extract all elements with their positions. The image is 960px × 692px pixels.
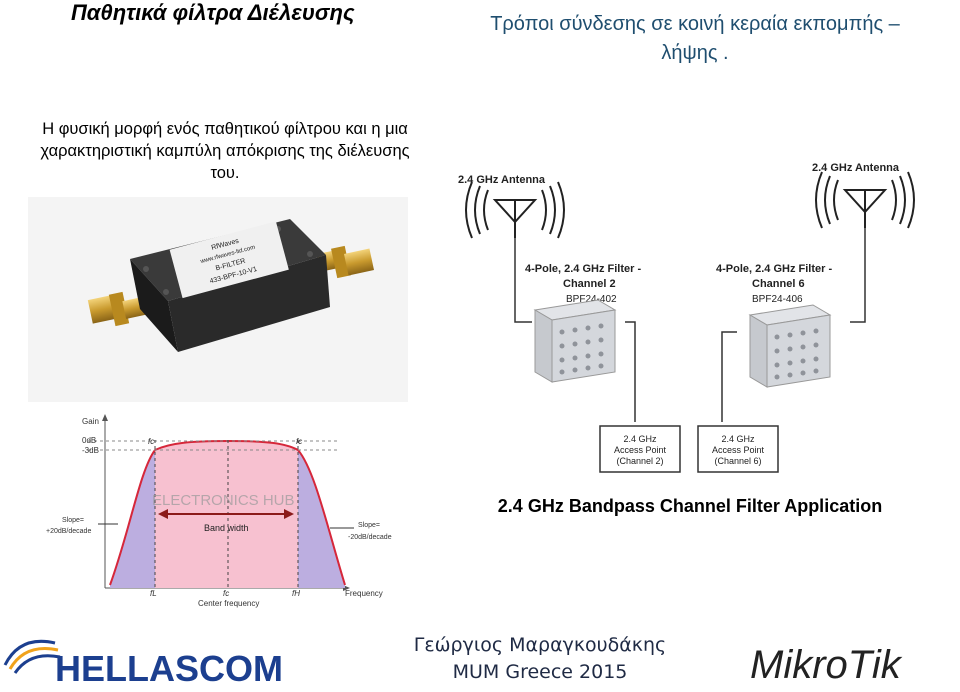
slide-description: Η φυσική μορφή ενός παθητικού φίλτρου κα… [40, 120, 410, 182]
diagram-caption: 2.4 GHz Bandpass Channel Filter Applicat… [497, 496, 883, 516]
odb-label: 0dB [82, 436, 96, 445]
ap-right-line-3: (Channel 6) [714, 456, 761, 466]
antenna-right-icon [815, 171, 915, 229]
ap-left-line-2: Access Point [614, 445, 667, 455]
filter-device-image: RfWaves www.rfwaves-ltd.com B-FILTER 433… [87, 219, 375, 352]
filter-body-front [130, 259, 178, 352]
fc-right-label: fc [296, 437, 302, 446]
hellascom-logo: HELLASCOM [0, 625, 340, 689]
antenna-left-label: 2.4 GHz Antenna [458, 174, 546, 186]
gain-label: Gain [82, 417, 99, 426]
connection-lines [514, 228, 866, 422]
bandwidth-label: Band width [204, 523, 249, 533]
antenna-right-label: 2.4 GHz Antenna [812, 162, 900, 174]
fc-center-label: fc [223, 589, 229, 598]
filter-left-device [533, 299, 617, 383]
ap-right-line-1: 2.4 GHz [721, 434, 755, 444]
filter-label: RfWaves www.rfwaves-ltd.com B-FILTER 433… [169, 221, 289, 299]
slide-title: Παθητικά φίλτρα Διέλευσης [71, 0, 355, 25]
m3db-label: -3dB [82, 446, 99, 455]
author-name: Γεώργιος Μαραγκουδάκης [413, 634, 667, 656]
filter-left-label-2: Channel 2 [563, 278, 616, 290]
filter-body-side [168, 255, 330, 352]
slope-left-line1: Slope= [62, 517, 84, 524]
filter-right-label-2: Channel 6 [752, 278, 805, 290]
hellascom-wordmark: HELLASCOM [55, 648, 283, 687]
filter-photo: RfWaves www.rfwaves-ltd.com B-FILTER 433… [28, 197, 408, 402]
fc-left-label: fc [148, 437, 154, 446]
access-point-right-box [697, 425, 779, 473]
event-name: MUM Greece 2015 [452, 661, 628, 683]
mikrotik-logo: MikroTik [750, 630, 960, 687]
fh-label: fH [292, 589, 300, 598]
ap-right-line-2: Access Point [712, 445, 765, 455]
mikrotik-wordmark: MikroTik [750, 643, 903, 687]
hellascom-swoosh-icon [3, 639, 61, 674]
fl-label: fL [150, 589, 157, 598]
ap-left-line-1: 2.4 GHz [623, 434, 657, 444]
author-block: Γεώργιος Μαραγκουδάκης MUM Greece 2015 [400, 632, 680, 686]
filter-left-model: BPF24-402 [566, 294, 617, 305]
watermark-text: ELECTRONICS HUB [152, 492, 295, 509]
bandpass-response-chart: Gain 0dB -3dB fc fc ELECTRONICS HUB Band… [40, 410, 410, 610]
slope-left-line2: +20dB/decade [46, 528, 91, 535]
slope-right-line1: Slope= [358, 522, 380, 529]
slide-subtitle: Τρόποι σύνδεσης σε κοινή κεραία εκπομπής… [490, 13, 900, 64]
antenna-left-icon [465, 181, 565, 239]
center-frequency-label: Center frequency [198, 599, 259, 608]
stopband-right-area [298, 450, 345, 588]
filter-right-model: BPF24-406 [752, 294, 803, 305]
access-point-left-box [599, 425, 681, 473]
filter-right-device [748, 304, 832, 388]
frequency-label: Frequency [345, 589, 383, 598]
filter-right-label-1: 4-Pole, 2.4 GHz Filter - [716, 263, 832, 275]
channel-filter-diagram: 2.4 GHz Antenna 2.4 GHz Antenna [440, 150, 940, 530]
filter-left-label-1: 4-Pole, 2.4 GHz Filter - [525, 263, 641, 275]
left-sma-connector [87, 291, 146, 327]
ap-left-line-3: (Channel 2) [616, 456, 663, 466]
slope-right-line2: -20dB/decade [348, 534, 392, 541]
